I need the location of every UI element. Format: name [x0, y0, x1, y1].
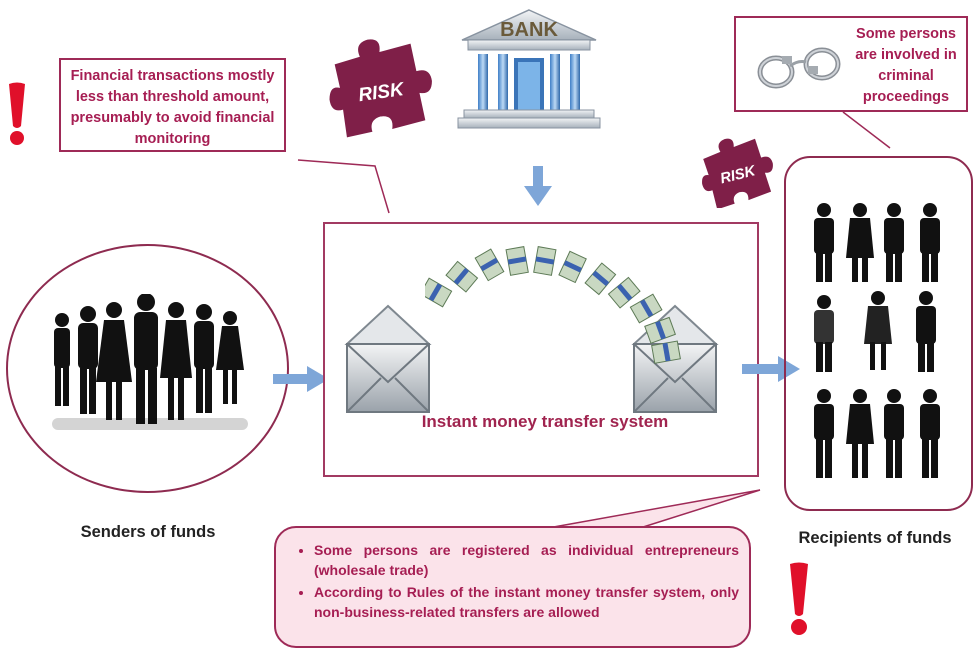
- bank-label: BANK: [500, 19, 558, 41]
- recipients-box: [784, 156, 973, 511]
- callout-threshold: Financial transactions mostly less than …: [59, 58, 286, 152]
- system-label: Instant money transfer system: [421, 412, 669, 431]
- banknote-icon: [629, 293, 663, 324]
- transfer-system-box: [323, 222, 759, 477]
- banknotes: [425, 246, 681, 364]
- banknote-icon: [533, 246, 557, 276]
- people-silhouette-icon: [52, 294, 248, 430]
- puzzle-risk-icon: RISK: [329, 39, 432, 138]
- callout-criminal: Some persons are involved in criminal pr…: [734, 16, 968, 112]
- people-silhouette-icon: [814, 203, 940, 478]
- arrow-down-icon: [524, 166, 552, 206]
- banknote-icon: [505, 246, 529, 276]
- recipients-caption: Recipients of funds: [798, 529, 952, 547]
- note-item: According to Rules of the instant money …: [314, 582, 739, 622]
- banknote-icon: [474, 248, 505, 282]
- handcuffs-icon: [757, 47, 841, 89]
- senders-circle: [6, 244, 289, 493]
- bank-icon: BANK: [457, 9, 601, 129]
- callout-criminal-text: Some persons are involved in criminal pr…: [855, 26, 957, 105]
- exclamation-icon: [790, 562, 808, 635]
- banknote-icon: [607, 276, 641, 309]
- senders-caption: Senders of funds: [80, 523, 216, 541]
- banknote-icon: [425, 277, 453, 308]
- notes-box: Some persons are registered as individua…: [274, 526, 751, 648]
- banknote-icon: [445, 260, 479, 293]
- banknote-icon: [584, 262, 617, 296]
- notes-list: Some persons are registered as individua…: [292, 540, 739, 622]
- banknote-icon: [644, 316, 676, 344]
- note-item: Some persons are registered as individua…: [314, 540, 739, 580]
- arrow-right-icon: [273, 366, 329, 392]
- banknote-icon: [558, 250, 587, 284]
- banknote-icon: [651, 340, 681, 364]
- exclamation-icon: [9, 82, 25, 145]
- envelope-icon: [344, 304, 432, 413]
- puzzle-risk-icon: RISK: [702, 138, 773, 208]
- callout-threshold-text: Financial transactions mostly less than …: [70, 68, 275, 147]
